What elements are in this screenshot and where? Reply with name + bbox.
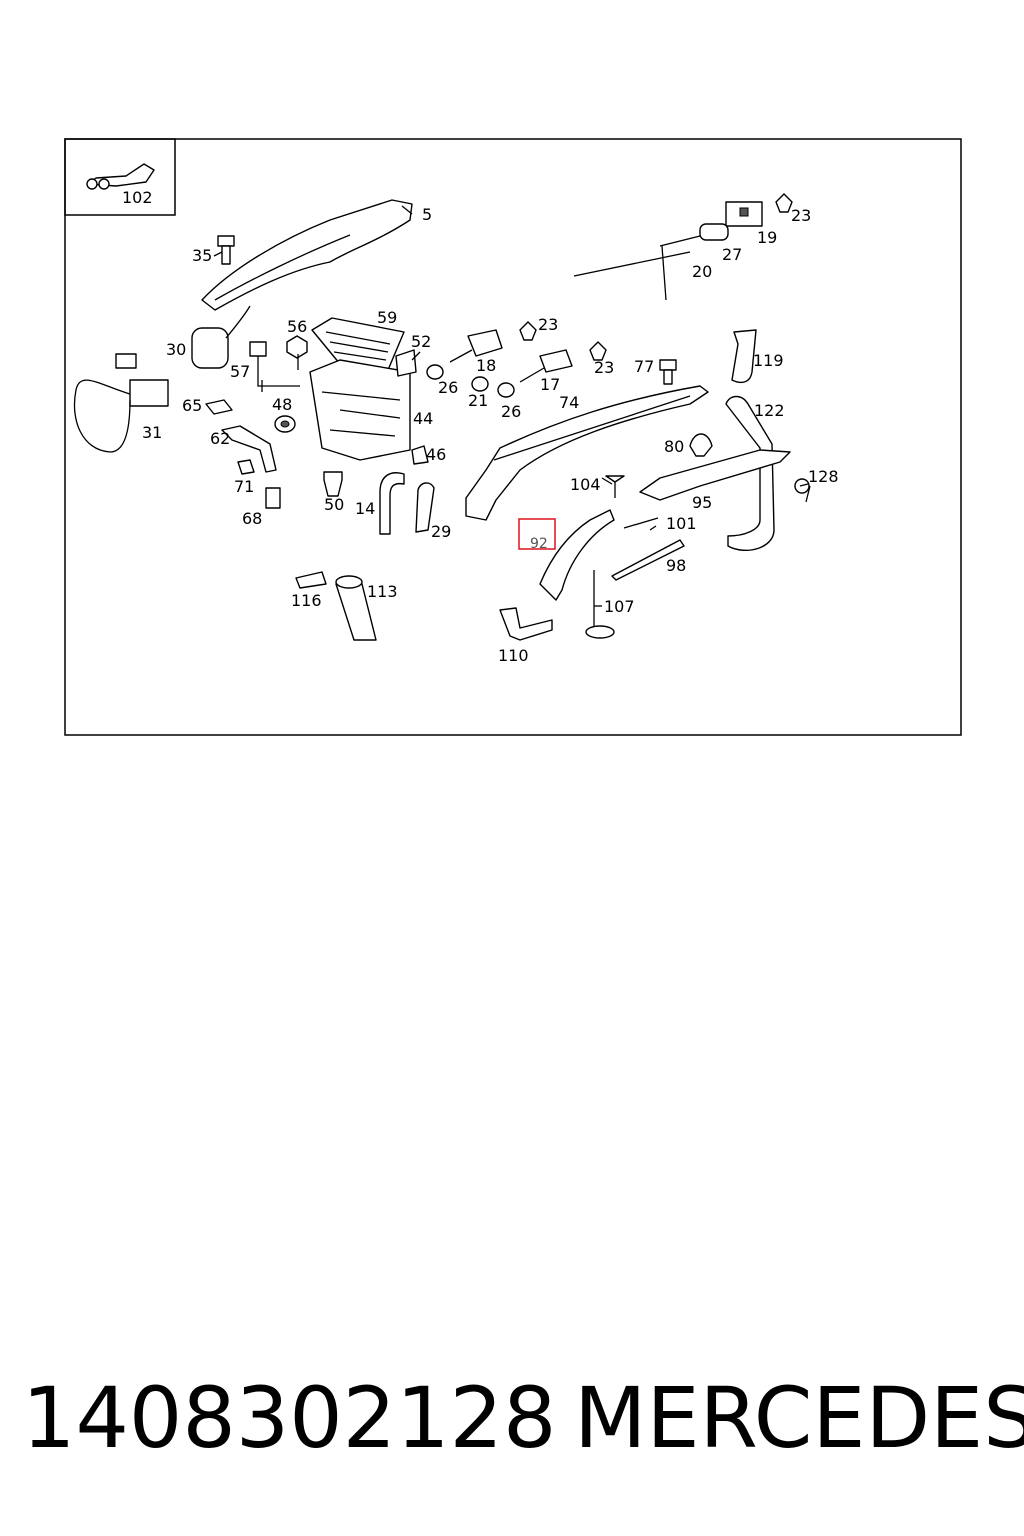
callout-107: 107 <box>604 597 635 616</box>
part-80-clamp <box>689 433 713 457</box>
callout-20: 20 <box>692 262 712 281</box>
part-65-clip <box>205 399 233 415</box>
part-98-strip <box>611 539 685 581</box>
part-26a-washer <box>426 364 444 380</box>
callout-29: 29 <box>431 522 451 541</box>
part-26b-washer <box>497 382 515 398</box>
callout-23c: 23 <box>791 206 811 225</box>
highlight-box <box>518 518 556 550</box>
callout-35: 35 <box>192 246 212 265</box>
callout-110: 110 <box>498 646 529 665</box>
callout-104: 104 <box>570 475 601 494</box>
part-52-bracket <box>395 349 417 377</box>
callout-5: 5 <box>422 205 432 224</box>
callout-56: 56 <box>287 317 307 336</box>
part-35-bolt <box>217 235 235 265</box>
callout-21: 21 <box>468 391 488 410</box>
part-71-clip <box>237 459 255 475</box>
callout-68: 68 <box>242 509 262 528</box>
callout-labels: 5 35 30 57 56 59 52 31 65 62 71 68 48 44… <box>142 205 839 665</box>
part-27-gasket <box>699 223 729 241</box>
part-23b-clip <box>589 341 607 361</box>
callout-80: 80 <box>664 437 684 456</box>
callout-74: 74 <box>559 393 579 412</box>
part-92-trim <box>539 509 615 601</box>
callout-116: 116 <box>291 591 322 610</box>
callout-71: 71 <box>234 477 254 496</box>
callout-48: 48 <box>272 395 292 414</box>
part-18-valve <box>449 329 503 363</box>
callout-95: 95 <box>692 493 712 512</box>
callout-113: 113 <box>367 582 398 601</box>
inset-box <box>64 138 176 216</box>
callout-26a: 26 <box>438 378 458 397</box>
part-77-bolt <box>659 359 677 385</box>
part-46-clip <box>411 445 429 465</box>
callout-119: 119 <box>753 351 784 370</box>
part-110-bracket <box>499 607 553 641</box>
callout-98: 98 <box>666 556 686 575</box>
inset-label: 102 <box>122 188 153 207</box>
part-17-valve <box>519 349 573 383</box>
part-104-screw <box>605 475 625 498</box>
callout-27: 27 <box>722 245 742 264</box>
part-19-actuator <box>725 201 763 227</box>
part-50-grommet <box>323 471 343 497</box>
part-20-rod <box>573 235 701 301</box>
callout-46: 46 <box>426 445 446 464</box>
part-48-grommet <box>274 415 296 433</box>
part-95-panel <box>639 449 791 501</box>
callout-23b: 23 <box>594 358 614 377</box>
part-30-grommet <box>191 305 251 369</box>
callout-128: 128 <box>808 467 839 486</box>
callout-14: 14 <box>355 499 375 518</box>
callout-122: 122 <box>754 401 785 420</box>
part-number: 1408302128 <box>22 1369 557 1467</box>
part-101-pin <box>623 517 659 529</box>
callout-59: 59 <box>377 308 397 327</box>
part-31-sensor <box>73 353 169 453</box>
callout-101: 101 <box>666 514 697 533</box>
part-56-nut <box>286 335 308 359</box>
footer: 1408302128 MERCEDES <box>22 1368 1024 1468</box>
callout-62: 62 <box>210 429 230 448</box>
callout-50: 50 <box>324 495 344 514</box>
diagram-frame <box>64 138 962 736</box>
part-57-screw <box>249 341 300 387</box>
part-14-hose <box>379 472 405 535</box>
callout-92: 92 <box>530 536 548 552</box>
part-107-clip <box>585 570 615 639</box>
callout-17: 17 <box>540 375 560 394</box>
callout-23a: 23 <box>538 315 558 334</box>
part-5-duct <box>201 199 413 311</box>
callout-44: 44 <box>413 409 433 428</box>
brand-name: MERCEDES <box>574 1369 1024 1467</box>
part-119-hose <box>731 329 757 384</box>
callout-52: 52 <box>411 332 431 351</box>
callout-31: 31 <box>142 423 162 442</box>
part-122-hose <box>725 395 775 551</box>
callout-77: 77 <box>634 357 654 376</box>
part-59-filter <box>311 317 405 371</box>
part-23a-clip <box>519 321 537 341</box>
leader-lines <box>213 205 809 607</box>
parts-diagram: 102 <box>64 138 962 736</box>
callout-30: 30 <box>166 340 186 359</box>
part-68-nut <box>265 487 281 509</box>
callout-57: 57 <box>230 362 250 381</box>
callout-26b: 26 <box>501 402 521 421</box>
part-74-channel <box>465 385 709 521</box>
callout-18: 18 <box>476 356 496 375</box>
part-23c-clip <box>775 193 793 213</box>
callout-65: 65 <box>182 396 202 415</box>
part-21-nut <box>471 376 489 392</box>
part-44-housing <box>309 359 411 461</box>
inset-clip-drawing <box>86 163 155 190</box>
part-62-bracket <box>221 425 277 473</box>
part-116-clip <box>295 571 327 589</box>
callout-19: 19 <box>757 228 777 247</box>
part-113-duct <box>335 575 377 641</box>
part-29-hose <box>415 482 435 533</box>
